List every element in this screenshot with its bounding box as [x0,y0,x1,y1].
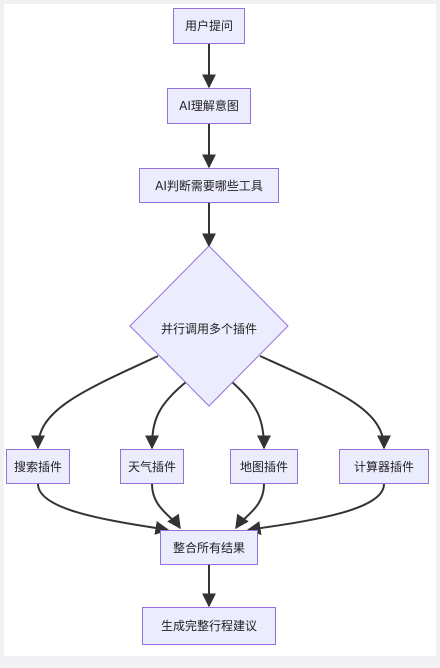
edge-parallel-to-calculator [259,355,391,450]
node-ai-decide-tools: AI判断需要哪些工具 [139,168,279,203]
edge-parallel-to-search [31,355,159,450]
edge-parallel-to-map [231,381,271,450]
node-user-question: 用户提问 [173,8,245,44]
node-weather-plugin: 天气插件 [120,449,184,484]
node-merge-results: 整合所有结果 [160,530,258,565]
parallel-call-diamond [129,245,289,407]
edge-calculator-to-merge [246,483,385,536]
edge-weather-to-merge [151,483,181,530]
edge-search-to-merge [37,483,170,535]
node-ai-intent: AI理解意图 [167,88,251,124]
edge-map-to-merge [235,483,265,530]
edge-parallel-to-weather [145,381,187,450]
node-search-plugin: 搜索插件 [6,449,70,484]
node-calculator-plugin: 计算器插件 [339,449,429,484]
node-parallel-call-label: 并行调用多个插件 [160,322,257,336]
node-map-plugin: 地图插件 [230,449,298,484]
node-generate-itinerary: 生成完整行程建议 [142,607,276,645]
